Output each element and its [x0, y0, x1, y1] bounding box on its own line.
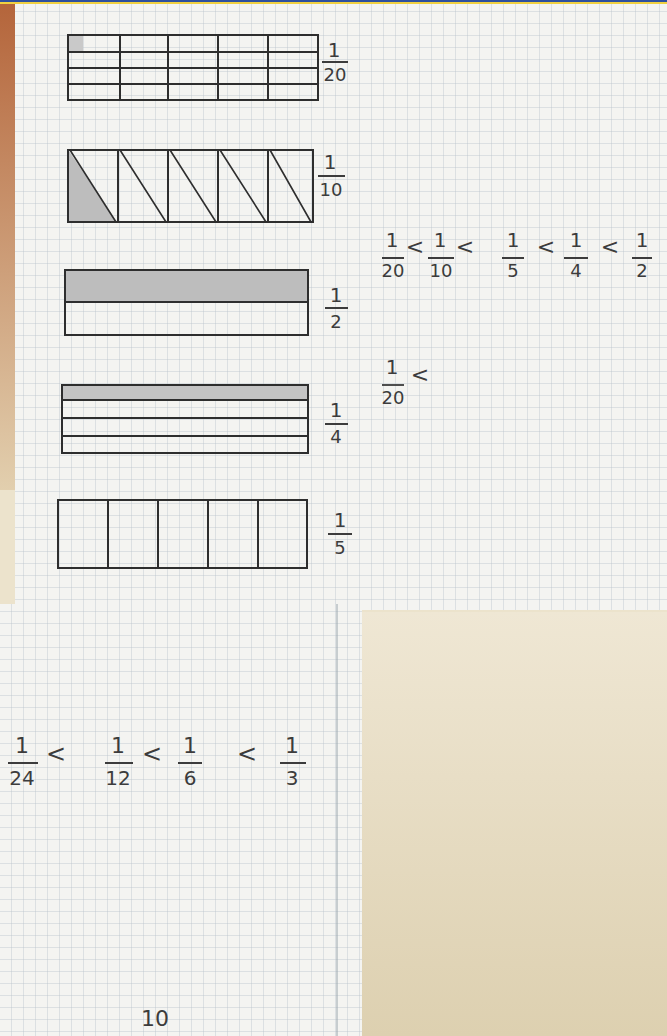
handwritten-label: 20	[382, 389, 405, 407]
handwritten-label: <	[601, 236, 619, 258]
handwritten-label: 2	[636, 262, 647, 280]
handwritten-label: 1	[15, 735, 29, 757]
handwritten-label: 5	[334, 539, 345, 557]
handwritten-label: 1	[324, 152, 337, 172]
handwritten-label: 24	[9, 768, 34, 788]
handwritten-label: 1	[636, 230, 649, 250]
handwritten-label: 1	[183, 735, 197, 757]
handwritten-label: 20	[324, 66, 347, 84]
graph-paper	[0, 604, 362, 1036]
handwritten-label: <	[537, 236, 555, 258]
handwritten-label: <	[411, 364, 429, 386]
handwritten-label: 1	[386, 230, 399, 250]
top-border	[0, 2, 667, 4]
handwritten-label: 1	[386, 357, 399, 377]
handwritten-label: 1	[507, 230, 520, 250]
handwritten-label: 20	[382, 262, 405, 280]
handwritten-label: 1	[334, 510, 347, 530]
handwritten-label: 1	[434, 230, 447, 250]
handwritten-label: 10	[430, 262, 453, 280]
slide-panel	[362, 612, 667, 1036]
handwritten-label: <	[456, 236, 474, 258]
handwritten-label: 10	[141, 1008, 169, 1030]
handwritten-label: 6	[184, 768, 197, 788]
handwritten-label: 1	[570, 230, 583, 250]
handwritten-label: <	[237, 742, 257, 766]
handwritten-label: 1	[285, 735, 299, 757]
handwritten-label: 2	[330, 313, 341, 331]
handwritten-label: <	[46, 742, 66, 766]
handwritten-label: 4	[570, 262, 581, 280]
handwritten-label: 1	[330, 400, 343, 420]
fraction-bars	[58, 35, 318, 568]
handwritten-label: 12	[105, 768, 130, 788]
graph-paper	[15, 0, 667, 610]
top-border	[0, 0, 667, 2]
handwritten-label: 1	[111, 735, 125, 757]
handwritten-label: 5	[507, 262, 518, 280]
handwritten-label: <	[406, 236, 424, 258]
handwritten-label: 4	[330, 428, 341, 446]
fraction-lines	[8, 62, 652, 763]
handwritten-label: 10	[320, 181, 343, 199]
handwritten-label: 1	[328, 40, 341, 60]
margin-line	[337, 604, 338, 1036]
handwritten-label: <	[142, 742, 162, 766]
handwritten-label: 3	[286, 768, 299, 788]
handwritten-label: 1	[330, 285, 343, 305]
